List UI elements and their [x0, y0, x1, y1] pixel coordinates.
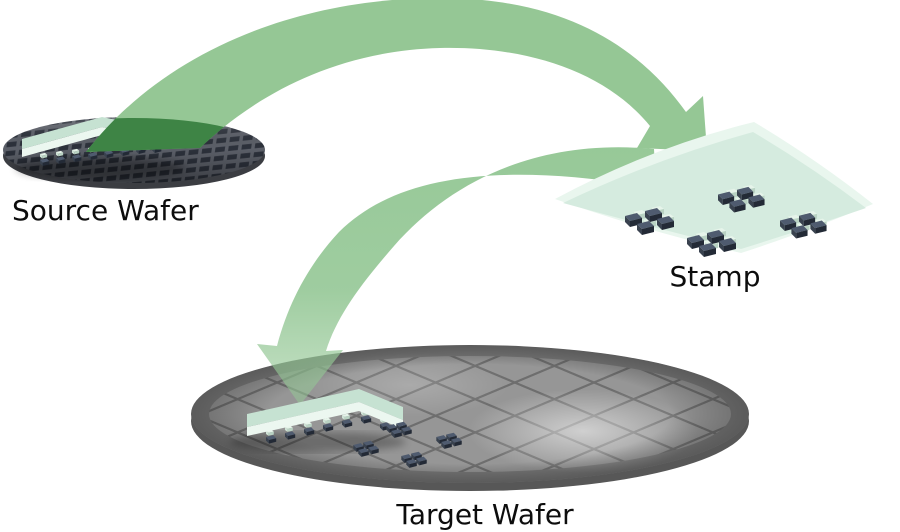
- target-stamp-shadow: [230, 432, 406, 452]
- stamp-label: Stamp: [669, 260, 761, 293]
- target-wafer-label: Target Wafer: [396, 498, 574, 531]
- source-wafer-label: Source Wafer: [12, 194, 199, 227]
- stamp: [555, 122, 873, 257]
